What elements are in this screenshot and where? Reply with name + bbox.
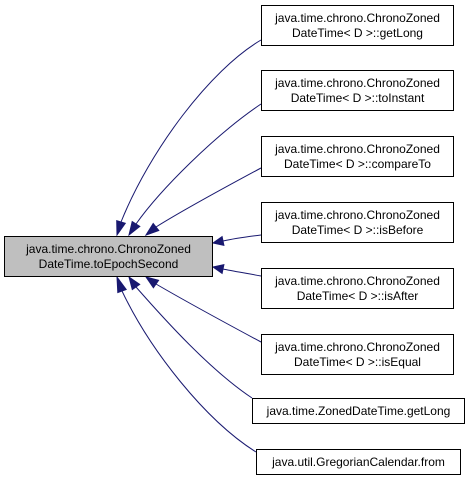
- node-label-line: DateTime< D >::getLong: [292, 26, 423, 40]
- arrow-head-icon: [128, 220, 141, 237]
- edge-gregorian-from-to-focus: [116, 275, 257, 453]
- edge-isAfter-to-focus: [211, 263, 262, 277]
- node-label-line: java.time.chrono.ChronoZoned: [274, 11, 440, 25]
- node-label-line: java.time.chrono.ChronoZoned: [274, 208, 440, 222]
- edge-isEqual-to-focus: [144, 276, 262, 343]
- edge-getLong-to-focus: [116, 39, 262, 237]
- arrow-head-icon: [116, 275, 128, 294]
- edge-line: [222, 234, 262, 242]
- arrow-head-icon: [128, 275, 141, 291]
- node-box[interactable]: [4, 236, 213, 277]
- arrow-head-icon: [211, 263, 225, 275]
- node-box[interactable]: [261, 334, 454, 375]
- node-label-line: DateTime< D >::compareTo: [284, 157, 431, 171]
- node-box[interactable]: [261, 70, 454, 111]
- nodes-layer: java.time.chrono.ChronoZonedDateTime.toE…: [4, 5, 465, 475]
- node-label-line: java.util.GregorianCalendar.from: [271, 455, 445, 469]
- caller-node-zoned-getLong[interactable]: java.time.ZonedDateTime.getLong: [252, 398, 465, 424]
- caller-node-gregorian-from[interactable]: java.util.GregorianCalendar.from: [256, 449, 461, 475]
- focus-node[interactable]: java.time.chrono.ChronoZonedDateTime.toE…: [4, 236, 213, 277]
- node-label-line: java.time.chrono.ChronoZoned: [274, 76, 440, 90]
- edge-line: [121, 290, 257, 453]
- node-box[interactable]: [261, 268, 454, 309]
- node-label-line: java.time.chrono.ChronoZoned: [274, 274, 440, 288]
- edge-toInstant-to-focus: [128, 103, 262, 237]
- arrow-head-icon: [116, 220, 127, 237]
- node-label-line: DateTime< D >::isEqual: [294, 355, 421, 369]
- edge-zoned-getLong-to-focus: [128, 275, 253, 399]
- node-label-line: DateTime.toEpochSecond: [39, 257, 179, 271]
- node-label-line: DateTime< D >::isBefore: [292, 223, 424, 237]
- arrow-head-icon: [144, 276, 160, 289]
- node-box[interactable]: [261, 5, 454, 46]
- arrow-head-icon: [211, 235, 225, 247]
- edge-line: [155, 167, 262, 228]
- node-label-line: java.time.chrono.ChronoZoned: [274, 340, 440, 354]
- node-label-line: java.time.chrono.ChronoZoned: [25, 242, 191, 256]
- node-box[interactable]: [261, 136, 454, 177]
- node-box[interactable]: [252, 398, 465, 424]
- edge-isBefore-to-focus: [211, 234, 262, 247]
- edge-line: [135, 103, 262, 225]
- node-label-line: java.time.ZonedDateTime.getLong: [266, 404, 451, 418]
- node-box[interactable]: [256, 449, 461, 475]
- edge-line: [120, 39, 262, 223]
- edge-line: [135, 286, 253, 399]
- node-box[interactable]: [261, 202, 454, 243]
- edges-layer: [116, 39, 262, 453]
- node-label-line: DateTime< D >::toInstant: [291, 91, 425, 105]
- node-label-line: java.time.chrono.ChronoZoned: [274, 142, 440, 156]
- edge-line: [222, 268, 262, 277]
- edge-line: [155, 283, 262, 343]
- arrow-head-icon: [144, 222, 160, 236]
- edge-compareTo-to-focus: [144, 167, 262, 236]
- node-label-line: DateTime< D >::isAfter: [297, 289, 419, 303]
